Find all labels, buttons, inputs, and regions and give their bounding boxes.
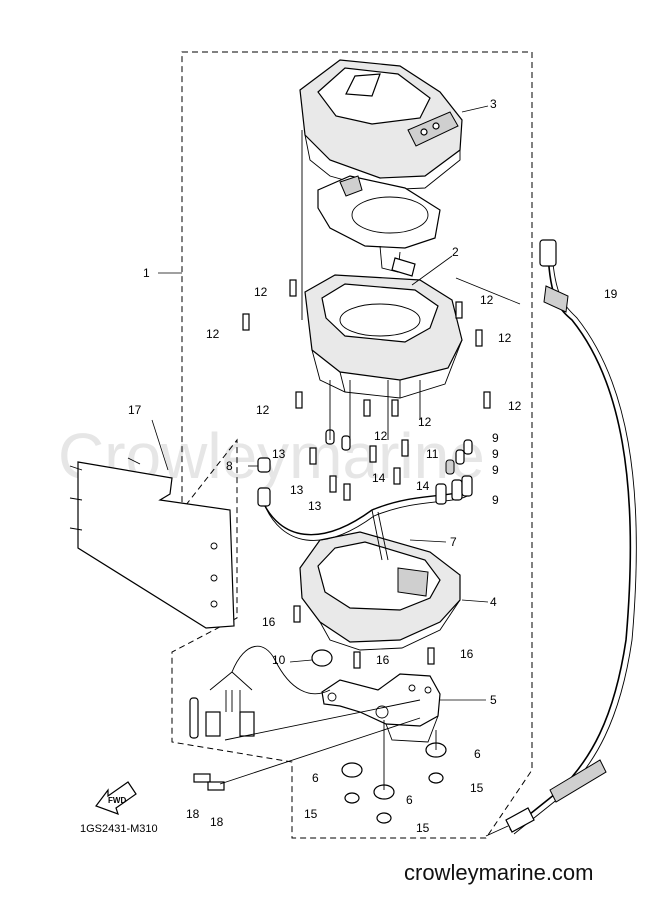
pilot-lamp xyxy=(257,457,271,507)
screw-set xyxy=(193,279,491,791)
callout-13c: 13 xyxy=(308,499,322,513)
callout-6c: 6 xyxy=(406,793,413,807)
callout-15b: 15 xyxy=(304,807,318,821)
callout-2: 2 xyxy=(452,245,459,259)
lower-cover xyxy=(299,531,461,651)
callout-labels: 1 2 3 4 5 6 6 6 7 8 9 9 9 9 10 11 12 12 … xyxy=(128,97,618,835)
callout-16b: 16 xyxy=(376,653,390,667)
callout-14a: 14 xyxy=(372,471,386,485)
cable-clamp xyxy=(311,649,333,667)
callout-9b: 9 xyxy=(492,447,499,461)
callout-8: 8 xyxy=(226,459,233,473)
callout-12e: 12 xyxy=(256,403,270,417)
callout-18a: 18 xyxy=(186,807,200,821)
fwd-arrow-icon: FWD xyxy=(95,781,137,815)
callout-1: 1 xyxy=(143,266,150,280)
callout-6a: 6 xyxy=(474,747,481,761)
callout-12h: 12 xyxy=(508,399,522,413)
callout-12c: 12 xyxy=(480,293,494,307)
callout-16c: 16 xyxy=(460,647,474,661)
callout-12f: 12 xyxy=(374,429,388,443)
callout-9d: 9 xyxy=(492,493,499,507)
callout-17: 17 xyxy=(128,403,142,417)
meter-bracket xyxy=(321,673,441,743)
bulb-sockets xyxy=(325,429,473,505)
connector-harness xyxy=(189,671,255,739)
callout-12a: 12 xyxy=(254,285,268,299)
mount-plate xyxy=(69,457,235,629)
callout-18b: 18 xyxy=(210,815,224,829)
callout-3: 3 xyxy=(490,97,497,111)
callout-9c: 9 xyxy=(492,463,499,477)
guide-lines xyxy=(219,130,437,790)
callout-15a: 15 xyxy=(470,781,484,795)
callout-10: 10 xyxy=(272,653,286,667)
callout-14b: 14 xyxy=(416,479,430,493)
callout-4: 4 xyxy=(490,595,497,609)
leader-lines xyxy=(151,105,521,701)
callout-11: 11 xyxy=(426,447,439,461)
callout-16a: 16 xyxy=(262,615,276,629)
diagram-code: 1GS2431-M310 xyxy=(80,823,158,835)
callout-13b: 13 xyxy=(290,483,304,497)
assembly-boundary xyxy=(171,51,533,839)
callout-9a: 9 xyxy=(492,431,499,445)
callout-19: 19 xyxy=(604,287,618,301)
callout-12d: 12 xyxy=(498,331,512,345)
callout-13a: 13 xyxy=(272,447,286,461)
callout-5: 5 xyxy=(490,693,497,707)
callout-15c: 15 xyxy=(416,821,430,835)
callout-6b: 6 xyxy=(312,771,319,785)
grommet-set xyxy=(341,742,447,824)
callout-12g: 12 xyxy=(418,415,432,429)
callout-12b: 12 xyxy=(206,327,220,341)
speedometer-cable xyxy=(485,239,637,837)
svg-text:FWD: FWD xyxy=(108,796,126,805)
dial-plate xyxy=(317,175,441,277)
site-footer: crowleymarine.com xyxy=(404,860,594,885)
callout-7: 7 xyxy=(450,535,457,549)
meter-case-top xyxy=(299,59,463,191)
meter-housing xyxy=(304,274,463,399)
